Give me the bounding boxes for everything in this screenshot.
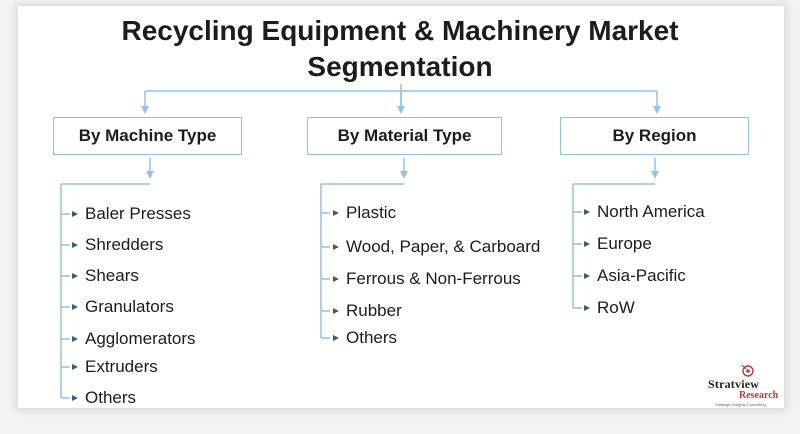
bullet-arrow-icon: [72, 335, 78, 342]
list-item: Agglomerators: [72, 329, 196, 349]
stratview-logo-icon: [741, 364, 754, 377]
bullet-arrow-icon: [72, 303, 78, 310]
logo-sub-text: Research: [739, 390, 779, 401]
logo-brand-text: Stratview: [708, 377, 760, 391]
bullet-arrow-icon: [584, 240, 590, 247]
list-item: Plastic: [333, 203, 396, 223]
bullet-arrow-icon: [333, 209, 339, 216]
list-item: Baler Presses: [72, 204, 191, 224]
list-item: Ferrous & Non-Ferrous: [333, 269, 521, 289]
list-item: Others: [333, 328, 397, 348]
list-item: RoW: [584, 298, 635, 318]
list-item: Extruders: [72, 357, 158, 377]
bullet-arrow-icon: [72, 363, 78, 370]
bullet-arrow-icon: [72, 241, 78, 248]
category-box-material-type: By Material Type: [307, 117, 502, 155]
bullet-arrow-icon: [333, 307, 339, 314]
bullet-arrow-icon: [333, 243, 339, 250]
list-item: North America: [584, 202, 705, 222]
logo-tagline: Strategic Insights Consulting: [715, 402, 766, 407]
list-item: Shears: [72, 266, 139, 286]
bullet-arrow-icon: [584, 272, 590, 279]
list-item: Europe: [584, 234, 652, 254]
list-item: Granulators: [72, 297, 174, 317]
category-box-machine-type: By Machine Type: [53, 117, 242, 155]
bullet-arrow-icon: [584, 208, 590, 215]
bullet-arrow-icon: [72, 272, 78, 279]
bullet-arrow-icon: [333, 334, 339, 341]
list-item: Others: [72, 388, 136, 408]
category-box-region: By Region: [560, 117, 749, 155]
bullet-arrow-icon: [72, 210, 78, 217]
bullet-arrow-icon: [584, 304, 590, 311]
bullet-arrow-icon: [72, 394, 78, 401]
list-item: Shredders: [72, 235, 163, 255]
diagram-title-line-2: Segmentation: [307, 51, 493, 82]
bullet-arrow-icon: [333, 275, 339, 282]
list-item: Asia-Pacific: [584, 266, 686, 286]
list-item: Wood, Paper, & Carboard: [333, 237, 540, 257]
diagram-card: [18, 6, 784, 408]
diagram-title-line-1: Recycling Equipment & Machinery Market: [121, 15, 679, 46]
list-item: Rubber: [333, 301, 402, 321]
